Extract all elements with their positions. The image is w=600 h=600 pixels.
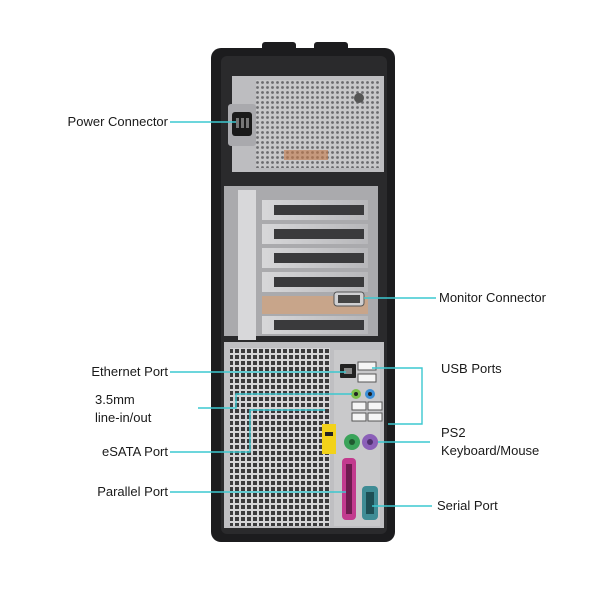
leader-line-esata: [170, 409, 325, 453]
usb-ports-icon: [351, 361, 383, 422]
label-ps2-line2: Keyboard/Mouse: [441, 443, 540, 458]
audio-jack-icon: [351, 389, 375, 399]
parallel-port-icon: [342, 458, 356, 520]
label-serial-port: Serial Port: [437, 498, 498, 513]
leader-line-usb-top: [372, 367, 423, 425]
label-usb-ports: USB Ports: [441, 361, 502, 376]
power-socket-icon: [232, 112, 252, 136]
vga-connector-icon: [333, 291, 365, 307]
ps2-port-icon: [344, 434, 378, 450]
power-supply: [228, 76, 384, 172]
serial-port-icon: [362, 486, 378, 520]
label-parallel-port: Parallel Port: [97, 484, 168, 499]
label-audio-line2: line-in/out: [95, 410, 152, 425]
label-audio-line1: 3.5mm: [95, 392, 135, 407]
leader-lines: [170, 121, 436, 507]
label-ethernet-port: Ethernet Port: [91, 364, 168, 379]
label-esata-port: eSATA Port: [102, 444, 168, 459]
ethernet-port-icon: [340, 364, 356, 378]
label-power-connector: Power Connector: [67, 114, 168, 129]
leader-line-audio: [198, 393, 352, 409]
expansion-slots: [224, 186, 378, 340]
esata-port-icon: [322, 424, 336, 454]
label-monitor-connector: Monitor Connector: [439, 290, 546, 305]
label-ps2-line1: PS2: [441, 425, 466, 440]
